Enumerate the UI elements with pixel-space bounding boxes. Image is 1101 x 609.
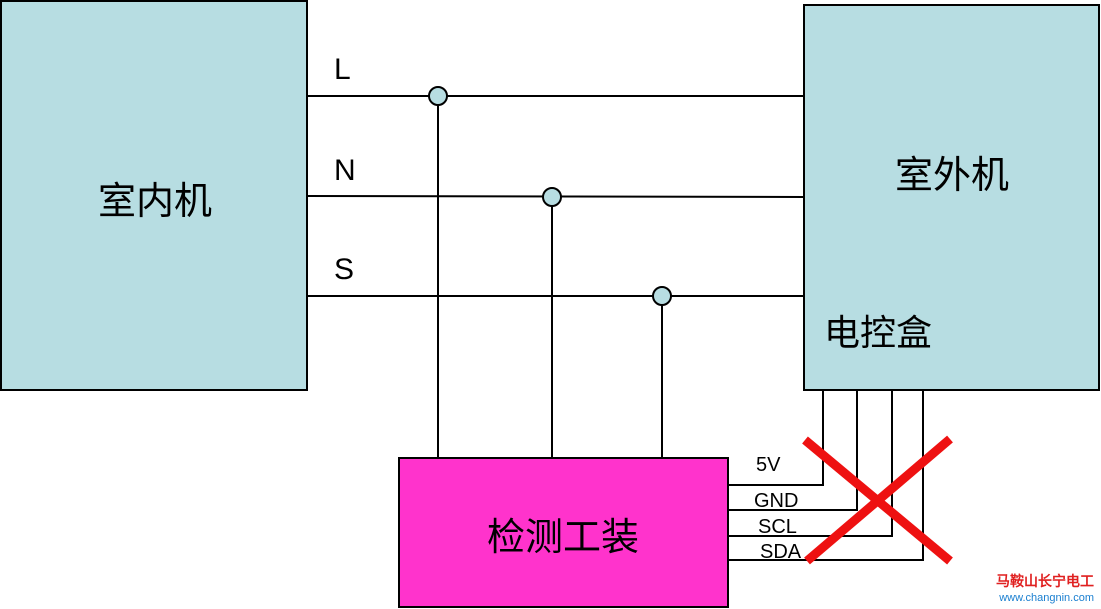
- junction-node-n: [542, 187, 562, 207]
- junction-node-l: [428, 86, 448, 106]
- line-label-n: N: [334, 154, 356, 187]
- signal-wires: [728, 390, 924, 561]
- signal-label-gnd: GND: [754, 490, 798, 512]
- power-lines: [306, 95, 805, 458]
- indoor-unit-label: 室内机: [98, 179, 212, 223]
- junction-node-s: [652, 286, 672, 306]
- cross-mark-icon: [802, 435, 953, 565]
- indoor-unit-box: [0, 0, 308, 391]
- signal-label-scl: SCL: [758, 516, 797, 538]
- watermark-name: 马鞍山长宁电工: [996, 573, 1094, 590]
- signal-label-5v: 5V: [756, 454, 781, 476]
- tester-label: 检测工装: [487, 515, 639, 559]
- line-label-s: S: [334, 253, 354, 286]
- tester-box: [398, 457, 729, 608]
- signal-label-sda: SDA: [760, 541, 802, 563]
- watermark-url: www.changnin.com: [998, 592, 1094, 604]
- outdoor-unit-label: 室外机: [895, 153, 1009, 197]
- line-label-l: L: [334, 53, 351, 86]
- outdoor-unit-box: [803, 4, 1100, 391]
- control-box-label: 电控盒: [824, 313, 932, 354]
